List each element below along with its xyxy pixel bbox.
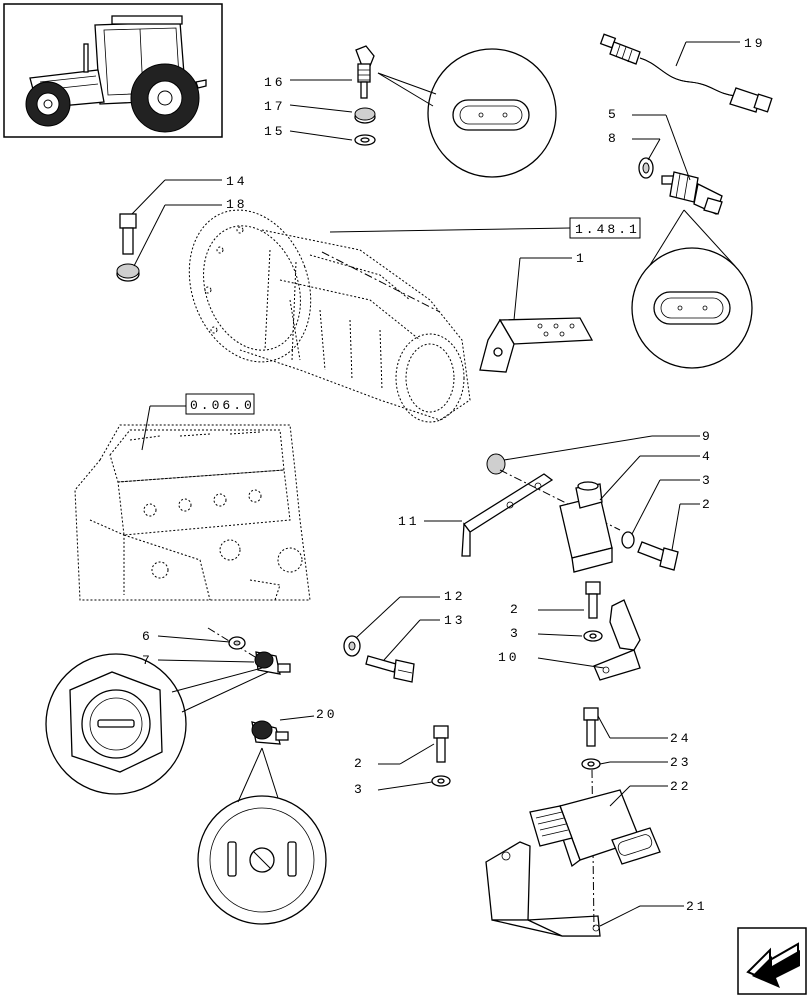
next-page-arrow-icon xyxy=(746,942,800,988)
callout-9: 9 xyxy=(702,429,713,444)
sender-unit-16[interactable] xyxy=(355,45,375,99)
bolt-14[interactable] xyxy=(119,213,137,255)
cap-9[interactable] xyxy=(486,453,506,475)
bracket-1[interactable] xyxy=(479,317,594,373)
callout-8: 8 xyxy=(608,131,619,146)
bolt-2-mid[interactable] xyxy=(585,581,601,619)
washer-6[interactable] xyxy=(228,636,246,650)
washer-3-top[interactable] xyxy=(621,531,635,549)
bracket-21[interactable] xyxy=(485,841,601,937)
washer-12[interactable] xyxy=(343,635,361,657)
bolt-2-low[interactable] xyxy=(433,725,449,763)
transmission-housing xyxy=(188,209,471,423)
reference-box-1-48-1[interactable]: 1.48.1 xyxy=(329,217,641,239)
callout-15: 15 xyxy=(264,124,286,139)
washer-8[interactable] xyxy=(638,157,654,179)
callout-11: 11 xyxy=(398,514,420,529)
callout-2-c: 2 xyxy=(354,756,365,771)
callout-23: 23 xyxy=(670,755,692,770)
reference-box-0-06-0[interactable]: 0.06.0 xyxy=(141,393,255,451)
detail-circle-16 xyxy=(377,48,557,178)
callout-10: 10 xyxy=(498,650,520,665)
callout-2-a: 2 xyxy=(702,497,713,512)
switch-7[interactable] xyxy=(254,651,291,675)
washer-15[interactable] xyxy=(354,134,376,146)
bracket-10[interactable] xyxy=(593,599,641,681)
callout-3-c: 3 xyxy=(354,782,365,797)
callout-3-a: 3 xyxy=(702,473,713,488)
engine-block xyxy=(74,424,311,601)
reference-label-1-48-1: 1.48.1 xyxy=(575,222,640,237)
tractor-thumbnail[interactable] xyxy=(3,3,223,138)
washer-3-mid[interactable] xyxy=(583,630,603,642)
callout-1: 1 xyxy=(576,251,587,266)
callout-5: 5 xyxy=(608,107,619,122)
callout-2-b: 2 xyxy=(510,602,521,617)
callout-18: 18 xyxy=(226,197,248,212)
callout-7: 7 xyxy=(142,653,153,668)
bolt-13[interactable] xyxy=(365,655,415,683)
callout-17: 17 xyxy=(264,99,286,114)
switch-20[interactable] xyxy=(251,720,289,745)
callout-19: 19 xyxy=(744,36,766,51)
washer-3-low[interactable] xyxy=(431,775,451,787)
reference-label-0-06-0: 0.06.0 xyxy=(190,398,255,413)
sensor-22[interactable] xyxy=(529,789,661,868)
callout-20: 20 xyxy=(316,707,338,722)
washer-17[interactable] xyxy=(354,107,376,124)
detail-circle-5 xyxy=(631,209,753,369)
callout-13: 13 xyxy=(444,613,466,628)
callout-6: 6 xyxy=(142,629,153,644)
bolt-24[interactable] xyxy=(583,707,599,747)
callout-22: 22 xyxy=(670,779,692,794)
callout-21: 21 xyxy=(686,899,708,914)
washer-23[interactable] xyxy=(581,758,601,770)
callout-24: 24 xyxy=(670,731,692,746)
detail-circle-20 xyxy=(197,747,327,925)
switch-4[interactable] xyxy=(559,481,613,573)
next-page-button[interactable] xyxy=(737,927,807,995)
detail-circle-7 xyxy=(45,653,269,795)
callout-3-b: 3 xyxy=(510,626,521,641)
sensor-5[interactable] xyxy=(661,171,723,215)
bolt-2-top[interactable] xyxy=(637,541,679,571)
callout-14: 14 xyxy=(226,174,248,189)
callout-12: 12 xyxy=(444,589,466,604)
callout-4: 4 xyxy=(702,449,713,464)
speed-sensor-19[interactable] xyxy=(599,33,773,113)
tractor-icon xyxy=(25,15,207,133)
callout-16: 16 xyxy=(264,75,286,90)
washer-18[interactable] xyxy=(116,263,140,282)
bracket-11[interactable] xyxy=(461,473,554,557)
